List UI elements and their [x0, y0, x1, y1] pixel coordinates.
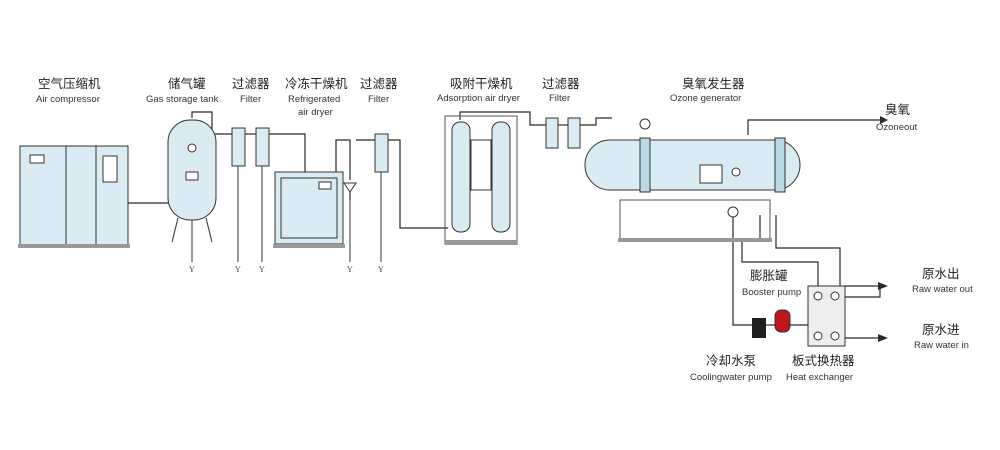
raw-in-arrow — [878, 334, 888, 342]
filter-group-3 — [545, 117, 581, 149]
ozone-flow-icon — [727, 206, 739, 218]
label-filter2-en: Filter — [368, 94, 389, 105]
label-refrig-en: Refrigerated — [288, 94, 340, 105]
label-heat-exchanger-en: Heat exchanger — [786, 372, 853, 383]
pipe-adsorption-filter3 — [459, 111, 546, 126]
ozone-out-arrow — [880, 116, 888, 124]
pipe-filter1-dryer — [268, 133, 306, 172]
label-booster-en: Booster pump — [742, 287, 801, 298]
refrigerated-dryer — [273, 171, 357, 262]
label-filter1-cn: 过滤器 — [232, 76, 270, 91]
label-cooling-pump-cn: 冷却水泵 — [706, 353, 756, 368]
gas-storage-tank — [167, 119, 217, 262]
ozone-display-icon — [699, 164, 723, 184]
label-cooling-pump-en: Coolingwater pump — [690, 372, 772, 383]
label-ozone-gen-cn: 臭氧发生器 — [682, 76, 745, 91]
label-gas-tank-en: Gas storage tank — [146, 94, 219, 105]
dryer-display-icon — [318, 181, 332, 190]
filter-3a — [545, 117, 559, 149]
label-filter1-en: Filter — [240, 94, 261, 105]
label-ozone-gen-en: Ozone generator — [670, 93, 741, 104]
label-air-compressor-en: Air compressor — [36, 94, 100, 105]
filter-3b — [567, 117, 581, 149]
label-adsorption-en: Adsorption air dryer — [437, 93, 520, 104]
filter-2 — [374, 133, 389, 173]
drain-marks: Y Y Y Y Y — [189, 265, 384, 274]
adsorption-tower-right — [491, 121, 511, 233]
label-ozone-out-cn: 臭氧 — [885, 102, 911, 117]
drain-mark: Y — [378, 265, 384, 274]
pipe-tank-filter1 — [191, 111, 232, 135]
label-filter2-cn: 过滤器 — [360, 76, 398, 91]
label-raw-out-en: Raw water out — [912, 284, 973, 295]
label-gas-tank-cn: 储气罐 — [168, 76, 206, 91]
pipe-exchanger-return — [741, 215, 819, 286]
cooling-pump-icon — [752, 318, 766, 338]
ozone-vessel — [584, 139, 801, 191]
pipe-ozone-pump — [732, 210, 752, 326]
ozone-gauge-icon — [639, 118, 651, 130]
labels: 空气压缩机 Air compressor 储气罐 Gas storage tan… — [36, 76, 973, 383]
pipe-dryer-valve — [335, 139, 351, 180]
adsorption-control-icon — [470, 139, 492, 191]
label-raw-in-cn: 原水进 — [922, 322, 960, 337]
pipe-filter2-adsorption — [388, 139, 448, 229]
raw-out-arrow — [878, 282, 888, 290]
label-ozone-out-en: Ozoneout — [876, 122, 918, 133]
label-raw-out-cn: 原水出 — [922, 266, 960, 281]
ozone-generator — [584, 118, 801, 242]
drain-mark: Y — [235, 265, 241, 274]
compressor-vent-icon — [29, 154, 45, 164]
label-raw-in-en: Raw water in — [914, 340, 969, 351]
label-refrig-cn: 冷冻干燥机 — [285, 76, 348, 91]
heat-exchanger-body — [807, 285, 846, 347]
filter-group-1 — [231, 127, 270, 262]
pipe-filter3-ozone — [580, 117, 612, 126]
dryer-body — [274, 171, 344, 245]
pipe-exchanger-ozone2 — [775, 215, 841, 292]
pipe-ozone-out — [747, 119, 880, 135]
compressor-panel-icon — [102, 155, 118, 183]
drain-mark: Y — [189, 265, 195, 274]
label-adsorption-cn: 吸附干燥机 — [450, 76, 513, 91]
drain-mark: Y — [259, 265, 265, 274]
label-air-compressor-cn: 空气压缩机 — [38, 76, 101, 91]
tank-gauge-icon — [187, 143, 197, 153]
adsorption-tower-left — [451, 121, 471, 233]
label-booster-cn: 膨胀罐 — [750, 268, 788, 283]
adsorption-dryer — [444, 115, 518, 245]
label-filter3-en: Filter — [549, 93, 570, 104]
label-heat-exchanger-cn: 板式换热器 — [792, 353, 855, 368]
booster-tank-icon — [774, 309, 791, 333]
pipe-raw-out — [845, 285, 881, 298]
filter-1b — [255, 127, 270, 167]
label-refrig-en2: air dryer — [298, 107, 333, 118]
label-filter3-cn: 过滤器 — [542, 76, 580, 91]
filter-group-2 — [374, 133, 389, 262]
filter-1a — [231, 127, 246, 167]
drain-valve-icon — [343, 182, 357, 193]
air-compressor — [18, 145, 130, 248]
tank-body — [167, 119, 217, 221]
cooling-system — [752, 285, 846, 347]
drain-mark: Y — [347, 265, 353, 274]
